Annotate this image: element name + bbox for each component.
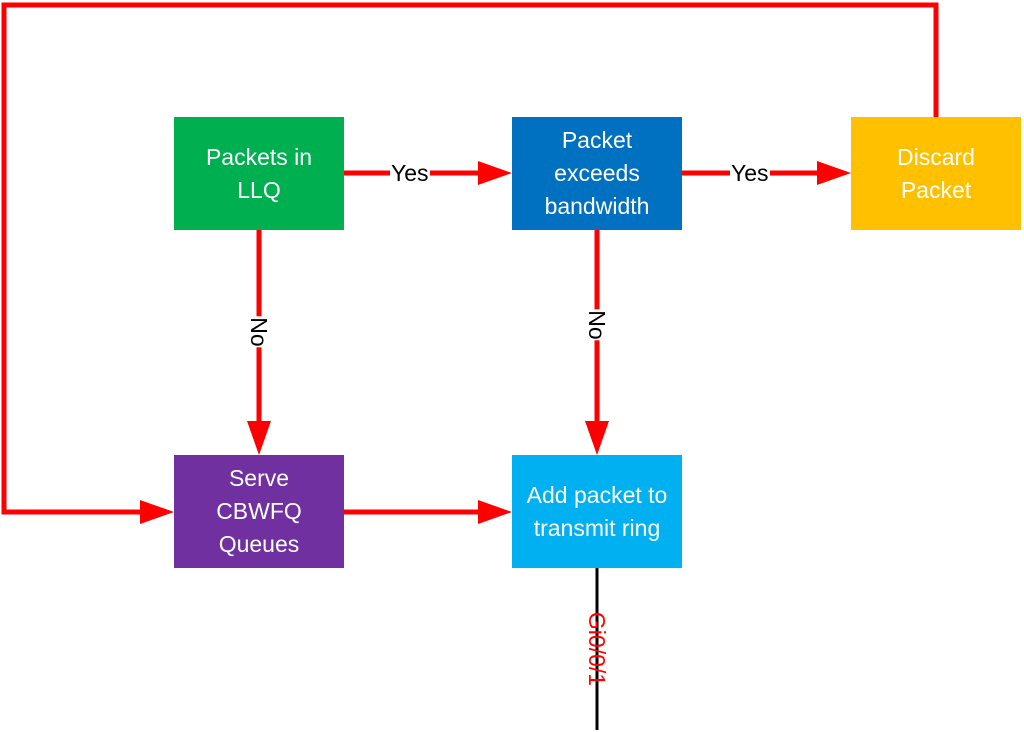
no-label-llq-to-cbwfq: No — [246, 316, 272, 348]
packets-in-llq-line2: LLQ — [237, 176, 281, 203]
packets-in-llq-line1: Packets in — [205, 143, 313, 170]
no-label-exceeds-to-ring: No — [584, 309, 610, 341]
serve-cbwfq-line1: Serve — [228, 465, 290, 491]
transmit-ring-line2: transmit ring — [533, 514, 661, 541]
arrowhead-cbwfq-to-ring — [478, 500, 512, 524]
packet-exceeds-line3: bandwidth — [544, 193, 650, 219]
no-arrowhead-2 — [585, 421, 609, 455]
feedback-loop-arrowhead — [140, 500, 174, 524]
transmit-ring-line1: Add packet to — [526, 481, 668, 508]
interface-label: Gi0/0/1 — [584, 611, 610, 687]
yes-label-llq-to-exceeds: Yes — [390, 160, 430, 186]
serve-cbwfq-queues-box: Serve CBWFQ Queues — [174, 455, 344, 568]
feedback-loop-arrow — [1, 2, 939, 515]
discard-packet-line1: Discard — [897, 143, 975, 170]
yes-arrowhead-1 — [478, 161, 512, 185]
no-arrowhead-1 — [247, 421, 271, 455]
yes-arrowhead-2 — [817, 161, 851, 185]
packet-exceeds-line2: exceeds — [554, 160, 640, 186]
packet-exceeds-line1: Packet — [561, 127, 633, 153]
serve-cbwfq-line2: CBWFQ — [216, 498, 302, 524]
yes-label-exceeds-to-discard: Yes — [730, 160, 770, 186]
discard-packet-line2: Packet — [900, 176, 972, 203]
packet-exceeds-bandwidth-box: Packet exceeds bandwidth — [512, 117, 682, 230]
packets-in-llq-box: Packets in LLQ — [174, 117, 344, 230]
add-packet-to-transmit-ring-box: Add packet to transmit ring — [512, 455, 682, 568]
serve-cbwfq-line3: Queues — [218, 531, 300, 557]
discard-packet-box: Discard Packet — [851, 117, 1021, 230]
